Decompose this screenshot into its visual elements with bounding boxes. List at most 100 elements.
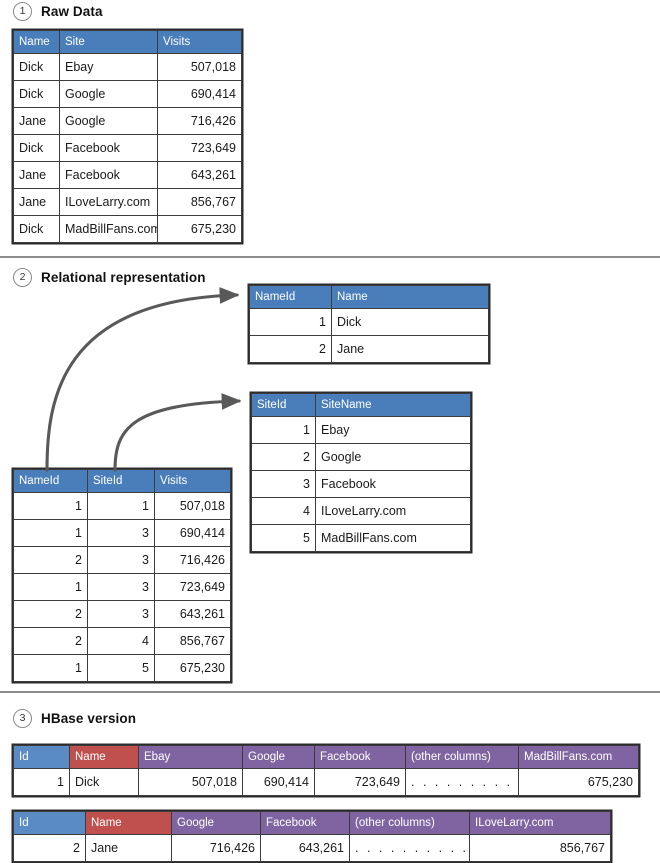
cell-site: MadBillFans.com (59, 215, 158, 243)
table-row: 5 MadBillFans.com (251, 524, 471, 552)
cell-id: 2 (13, 834, 86, 862)
section-divider-2 (0, 691, 660, 693)
cell-siteid: 5 (251, 524, 316, 552)
cell-sitename: Google (315, 443, 471, 471)
column-header-other-columns: (other columns) (405, 745, 519, 769)
table-row: Dick MadBillFans.com 675,230 (13, 215, 242, 243)
cell-name: Jane (331, 335, 489, 363)
cell-site: Facebook (59, 161, 158, 189)
column-header-site: Site (59, 30, 158, 54)
cell-name: Dick (331, 308, 489, 336)
cell-nameid: 2 (13, 546, 88, 574)
cell-sitename: Ebay (315, 416, 471, 444)
step-number-badge: 2 (13, 268, 32, 287)
cell-name: Jane (13, 161, 60, 189)
cell-nameid: 1 (249, 308, 332, 336)
cell-visits: 675,230 (154, 654, 231, 682)
table-row: Dick Facebook 723,649 (13, 134, 242, 162)
column-header-ebay: Ebay (138, 745, 243, 769)
table-row: Jane Google 716,426 (13, 107, 242, 135)
table-row: 2 4 856,767 (13, 627, 231, 655)
cell-siteid: 2 (251, 443, 316, 471)
column-header-google: Google (242, 745, 315, 769)
column-header-siteid: SiteId (87, 469, 155, 493)
cell-name: Dick (13, 134, 60, 162)
column-header-sitename: SiteName (315, 393, 471, 417)
cell-name: Dick (13, 80, 60, 108)
table-header-row: NameId Name (249, 285, 489, 309)
table-row: 1 1 507,018 (13, 492, 231, 520)
cell-siteid: 3 (251, 470, 316, 498)
section-heading-raw-data: 1 Raw Data (13, 2, 103, 21)
cell-ilovelarry: 856,767 (469, 834, 611, 862)
cell-visits: 716,426 (154, 546, 231, 574)
column-header-name: Name (85, 811, 172, 835)
table-row: 1 Dick (249, 308, 489, 336)
table-row: 1 Dick 507,018 690,414 723,649 . . . . .… (13, 768, 639, 796)
table-row: 2 Jane 716,426 643,261 . . . . . . . . .… (13, 834, 611, 862)
table-row: 1 5 675,230 (13, 654, 231, 682)
table-header-row: Name Site Visits (13, 30, 242, 54)
cell-nameid: 1 (13, 573, 88, 601)
cell-ebay: 507,018 (138, 768, 243, 796)
table-row: Jane Facebook 643,261 (13, 161, 242, 189)
site-lookup-table: SiteId SiteName 1 Ebay 2 Google 3 Facebo… (251, 393, 471, 552)
cell-siteid: 3 (87, 546, 155, 574)
cell-madbillfans: 675,230 (518, 768, 639, 796)
column-header-facebook: Facebook (260, 811, 350, 835)
table-header-row: Id Name Ebay Google Facebook (other colu… (13, 745, 639, 769)
column-header-other-columns: (other columns) (349, 811, 470, 835)
cell-visits: 643,261 (157, 161, 242, 189)
table-header-row: SiteId SiteName (251, 393, 471, 417)
cell-google: 690,414 (242, 768, 315, 796)
cell-other-columns: . . . . . . . . . . . . . (349, 834, 470, 862)
column-header-name: Name (69, 745, 139, 769)
cell-siteid: 4 (251, 497, 316, 525)
section-heading-relational: 2 Relational representation (13, 268, 206, 287)
cell-visits: 643,261 (154, 600, 231, 628)
cell-name: Dick (69, 768, 139, 796)
cell-visits: 675,230 (157, 215, 242, 243)
cell-visits: 507,018 (157, 53, 242, 81)
name-lookup-table: NameId Name 1 Dick 2 Jane (249, 285, 489, 363)
section-title: HBase version (41, 711, 137, 726)
column-header-name: Name (13, 30, 60, 54)
cell-siteid: 5 (87, 654, 155, 682)
cell-name: Jane (13, 188, 60, 216)
table-row: 3 Facebook (251, 470, 471, 498)
table-row: Dick Ebay 507,018 (13, 53, 242, 81)
column-header-nameid: NameId (249, 285, 332, 309)
cell-id: 1 (13, 768, 70, 796)
cell-siteid: 4 (87, 627, 155, 655)
table-row: Jane ILoveLarry.com 856,767 (13, 188, 242, 216)
section-divider-1 (0, 256, 660, 258)
section-title: Raw Data (41, 4, 103, 19)
column-header-nameid: NameId (13, 469, 88, 493)
section-heading-hbase: 3 HBase version (13, 709, 136, 728)
cell-siteid: 1 (251, 416, 316, 444)
cell-visits: 856,767 (157, 188, 242, 216)
cell-name: Dick (13, 53, 60, 81)
column-header-id: Id (13, 811, 86, 835)
cell-visits: 723,649 (157, 134, 242, 162)
table-row: 2 Jane (249, 335, 489, 363)
cell-sitename: MadBillFans.com (315, 524, 471, 552)
fact-table: NameId SiteId Visits 1 1 507,018 1 3 690… (13, 469, 231, 682)
cell-visits: 507,018 (154, 492, 231, 520)
cell-name: Jane (13, 107, 60, 135)
table-row: 2 Google (251, 443, 471, 471)
cell-facebook: 643,261 (260, 834, 350, 862)
column-header-ilovelarry: ILoveLarry.com (469, 811, 611, 835)
cell-siteid: 3 (87, 573, 155, 601)
cell-site: Google (59, 80, 158, 108)
step-number-badge: 1 (13, 2, 32, 21)
column-header-name: Name (331, 285, 489, 309)
cell-google: 716,426 (171, 834, 261, 862)
column-header-google: Google (171, 811, 261, 835)
table-row: 1 Ebay (251, 416, 471, 444)
cell-sitename: Facebook (315, 470, 471, 498)
cell-other-columns: . . . . . . . . . . . . . (405, 768, 519, 796)
table-row: 2 3 716,426 (13, 546, 231, 574)
table-row: 2 3 643,261 (13, 600, 231, 628)
